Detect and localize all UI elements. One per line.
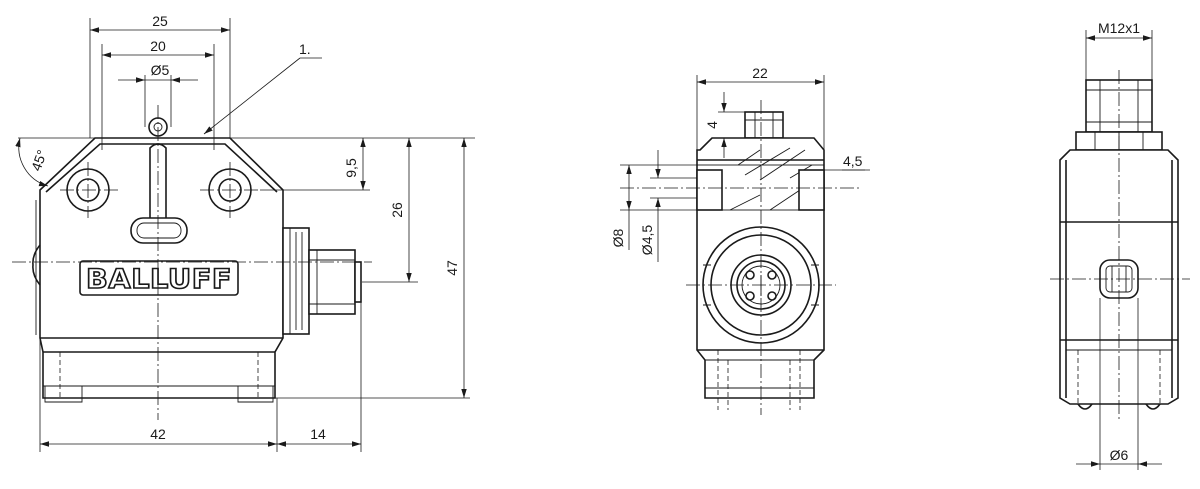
brand-logo: BALLUFF <box>86 264 232 295</box>
rear-view: M12x1 Ø6 <box>1050 20 1190 470</box>
dim-to-connector: 26 <box>389 202 405 218</box>
dim-roller-height: 4 <box>704 121 720 129</box>
logo-frame <box>79 260 239 296</box>
dim-hole-depth: 4,5 <box>843 153 863 169</box>
dim-slot-width: 20 <box>150 38 166 54</box>
dim-connector-length: 14 <box>310 426 326 442</box>
dim-height: 47 <box>444 260 460 276</box>
callout-label: 1. <box>299 41 311 57</box>
front-connector <box>282 227 362 335</box>
dim-thread: M12x1 <box>1098 20 1140 36</box>
connector-pin <box>767 291 777 301</box>
dim-bore-small: Ø4,5 <box>639 225 655 256</box>
side-view: 22 4 4,5 Ø8 Ø4,5 <box>610 65 870 415</box>
dim-side-width: 22 <box>752 65 768 81</box>
connector-pin <box>745 291 755 301</box>
dim-chamfer-angle: 45° <box>28 148 50 173</box>
connector-pin <box>767 270 777 280</box>
dim-width-body: 42 <box>150 426 166 442</box>
dim-bore-large: Ø8 <box>610 228 626 247</box>
dim-width-top: 25 <box>152 13 168 29</box>
front-view: BALLUFF <box>12 13 475 452</box>
dim-to-roller: 9,5 <box>343 158 359 178</box>
dim-roller-dia: Ø5 <box>151 62 170 78</box>
connector-pin <box>745 270 755 280</box>
dim-plunger-dia: Ø6 <box>1110 447 1129 463</box>
front-housing-inner-outline <box>45 143 278 193</box>
